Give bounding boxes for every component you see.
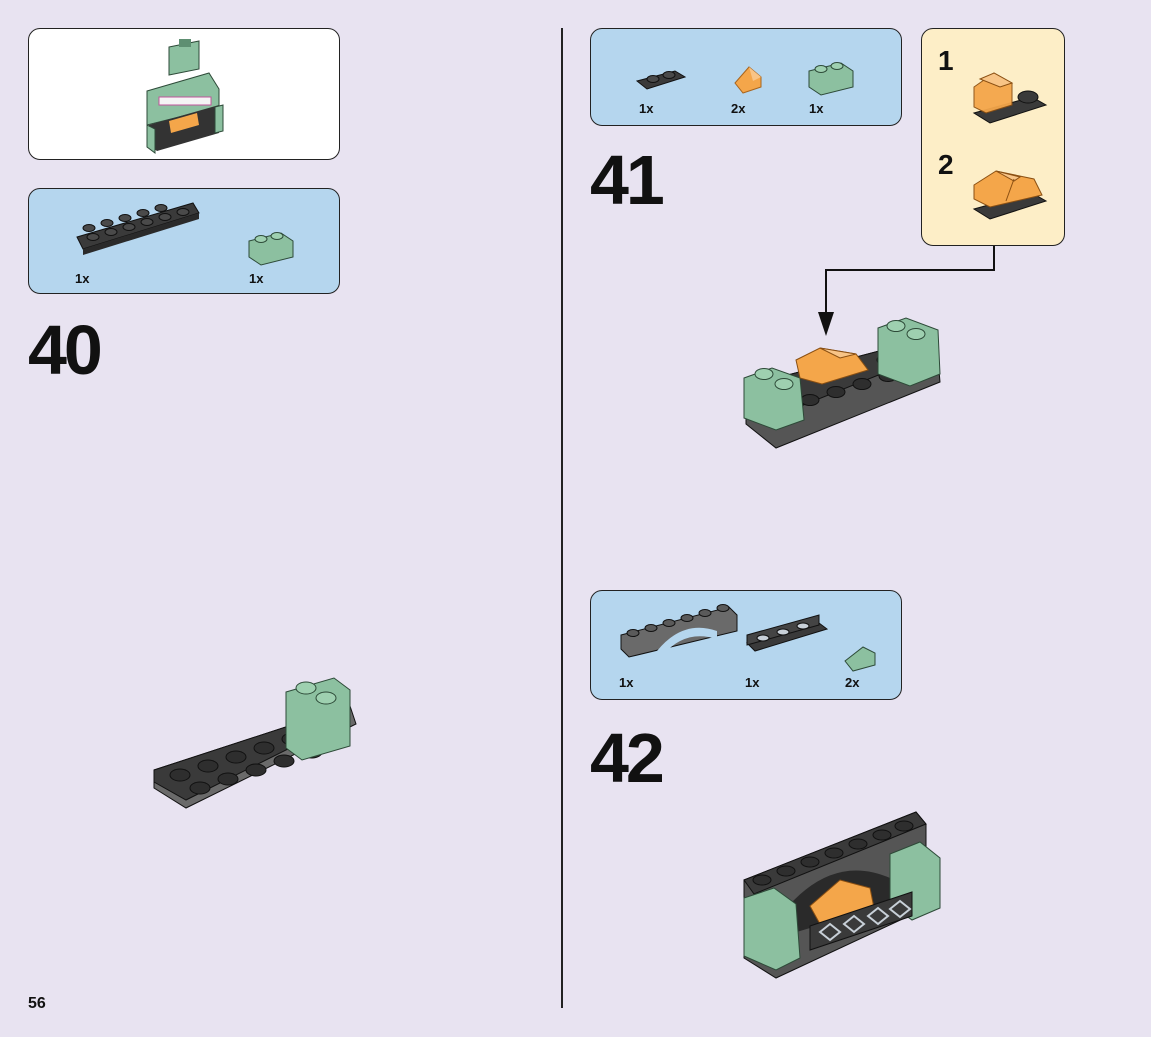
step-42-number: 42 (590, 723, 662, 793)
step-40-parts-callout: 1x 1x (28, 188, 340, 294)
sand-green-slope-icon (841, 643, 881, 679)
substep-2-number: 2 (938, 151, 954, 179)
completed-model-preview (28, 28, 340, 160)
substep-2-image (966, 165, 1056, 235)
step-42-parts-callout: 1x 1x 2x (590, 590, 902, 700)
black-grille-panel-icon (743, 611, 833, 661)
step-40-number: 40 (28, 315, 100, 385)
sand-green-side-stud-brick-icon (805, 57, 865, 97)
step-42-assembly-image (740, 808, 950, 983)
dark-grey-arch-icon (617, 601, 747, 661)
sand-green-brick-icon (245, 227, 305, 277)
black-plate-2x6-icon (73, 197, 203, 257)
step-41-subassembly-callout: 1 2 (921, 28, 1065, 246)
orange-trans-slope-icon (731, 63, 771, 99)
step-41-number: 41 (590, 145, 662, 215)
black-plate-1x2-icon (635, 67, 695, 97)
step-42-part-1-qty: 1x (619, 675, 633, 690)
step-42-part-3-qty: 2x (845, 675, 859, 690)
step-41-parts-callout: 1x 2x 1x (590, 28, 902, 126)
step-40-assembly-image (150, 670, 370, 820)
step-41-part-3-qty: 1x (809, 101, 823, 116)
substep-1-number: 1 (938, 47, 954, 75)
column-divider (561, 28, 563, 1008)
step-40-part-1-qty: 1x (75, 271, 89, 286)
substep-1-image (966, 57, 1056, 127)
step-41-part-2-qty: 2x (731, 101, 745, 116)
step-41-assembly-image (740, 312, 950, 452)
page-number: 56 (28, 995, 46, 1013)
step-40-part-2-qty: 1x (249, 271, 263, 286)
step-41-part-1-qty: 1x (639, 101, 653, 116)
fireplace-preview-image (29, 29, 341, 161)
step-42-part-2-qty: 1x (745, 675, 759, 690)
